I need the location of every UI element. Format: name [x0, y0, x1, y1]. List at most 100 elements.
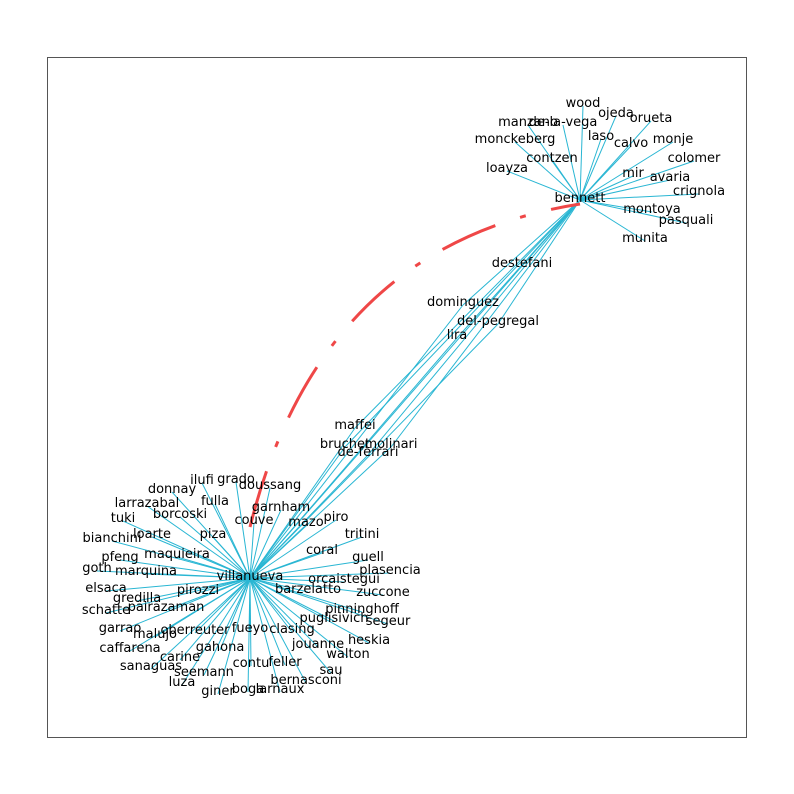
node-label-manzano: manzano	[498, 115, 558, 130]
edge-villanueva-coral	[249, 552, 323, 579]
node-label-grado: grado	[217, 472, 255, 487]
edge-bennett-molinari	[390, 199, 581, 448]
edge-bennett-monckeberg	[514, 141, 581, 201]
edge-bennett-lira	[456, 199, 581, 339]
edge-villanueva-giner	[217, 577, 251, 695]
edge-bennett-munita	[579, 199, 646, 242]
edge-bennett-mir	[579, 175, 634, 201]
node-label-piza: piza	[200, 527, 227, 542]
node-label-couve: couve	[234, 513, 273, 528]
edge-bennett-ojeda	[579, 115, 617, 201]
edge-villanueva-plasencia	[249, 572, 391, 579]
edge-villanueva-loarte	[151, 536, 251, 579]
node-label-bruchet: bruchet	[320, 437, 370, 452]
edge-villanueva-garrao	[119, 577, 251, 632]
node-label-mazo: mazo	[288, 515, 323, 530]
node-label-pasquali: pasquali	[659, 213, 714, 228]
node-label-maquieira: maquieira	[144, 547, 210, 562]
edge-villanueva-pinninghoff	[249, 577, 363, 613]
edge-villanueva-guell	[249, 559, 369, 579]
node-label-maffei: maffei	[334, 418, 375, 433]
node-label-bernasconi: bernasconi	[270, 673, 341, 688]
node-label-pfeng: pfeng	[101, 550, 138, 565]
edge-villanueva-piza	[212, 536, 251, 579]
edge-villanueva-feller	[249, 577, 286, 666]
edge-villanueva-heskia	[249, 577, 370, 644]
edge-bennett-calvo	[579, 145, 632, 201]
node-label-feller: feller	[268, 655, 302, 670]
node-label-heskia: heskia	[348, 633, 390, 648]
edge-bennett-de-ferrari	[367, 199, 581, 456]
edge-villanueva-destefani	[249, 265, 523, 579]
node-label-guell: guell	[352, 550, 384, 565]
node-label-luza: luza	[169, 675, 196, 690]
node-label-marquina: marquina	[115, 564, 177, 579]
node-label-laso: laso	[588, 129, 614, 144]
node-label-sau: sau	[320, 663, 343, 678]
edge-bennett-laso	[579, 138, 602, 201]
node-label-garnham: garnham	[252, 500, 310, 515]
edge-bennett-maffei	[354, 199, 581, 429]
edge-bennett-pasquali	[579, 199, 687, 224]
node-label-destefani: destefani	[492, 256, 553, 271]
node-label-gahona: gahona	[196, 640, 245, 655]
node-label-garrao: garrao	[99, 621, 142, 636]
edge-villanueva-couve	[249, 522, 255, 579]
edge-villanueva-zuccone	[249, 577, 384, 596]
edges	[96, 105, 700, 695]
node-label-tuki: tuki	[111, 511, 135, 526]
edge-villanueva-garnham	[249, 509, 282, 579]
node-label-orcaistegui: orcaistegui	[308, 572, 380, 587]
node-label-colomer: colomer	[668, 151, 721, 166]
node-label-segeur: segeur	[366, 614, 411, 629]
edge-villanueva-seemann	[203, 577, 251, 676]
edge-villanueva-luza	[181, 577, 251, 686]
hub-label-villanueva: villanueva	[217, 569, 284, 584]
node-label-contu: contu	[233, 656, 270, 671]
node-label-carine: carine	[160, 650, 200, 665]
edge-villanueva-del-pegregal	[249, 323, 499, 579]
edge-bennett-avaria	[579, 179, 671, 201]
edge-villanueva-larnaux	[249, 577, 281, 693]
edge-villanueva-grado	[235, 481, 251, 579]
edge-villanueva-bruchet	[249, 446, 346, 579]
node-label-puglisivich: puglisivich	[299, 611, 368, 626]
node-label-boga: boga	[232, 682, 264, 697]
plot-frame	[47, 57, 747, 738]
node-label-pinninghoff: pinninghoff	[325, 602, 400, 617]
edge-villanueva-gahona	[219, 577, 251, 651]
edge-bennett-de-la-vega	[562, 124, 581, 201]
edge-villanueva-elsaca	[105, 577, 251, 592]
edge-villanueva-gredilla	[136, 577, 251, 602]
node-label-bianchini: bianchini	[83, 531, 142, 546]
node-label-wood: wood	[566, 96, 601, 111]
node-label-contzen: contzen	[526, 151, 578, 166]
node-label-jouanne: jouanne	[291, 637, 344, 652]
edge-villanueva-larrazabal	[146, 505, 251, 579]
node-label-monckeberg: monckeberg	[475, 132, 556, 147]
node-label-loarte: loarte	[133, 527, 171, 542]
node-label-loayza: loayza	[486, 161, 528, 176]
edge-bennett-wood	[579, 105, 584, 201]
node-label-molinari: molinari	[364, 437, 417, 452]
node-label-fueyo: fueyo	[232, 621, 269, 636]
edge-villanueva-schatte	[105, 577, 251, 614]
node-label-calvo: calvo	[614, 136, 648, 151]
node-label-giner: giner	[201, 684, 235, 699]
edge-villanueva-puglisivich	[249, 577, 335, 622]
edge-villanueva-sau	[249, 577, 332, 674]
highlighted-edge	[248, 202, 581, 528]
edge-bennett-crignola	[579, 193, 700, 201]
node-label-schatte: schatte	[82, 603, 130, 618]
edge-villanueva-fulla	[214, 503, 251, 579]
edge-villanueva-oberreuter	[194, 577, 251, 634]
node-label-monje: monje	[653, 132, 693, 147]
edge-villanueva-sanaguas	[150, 577, 251, 670]
edge-villanueva-marquina	[145, 573, 251, 579]
node-label-caffarena: caffarena	[99, 641, 160, 656]
node-label-borcoski: borcoski	[153, 507, 207, 522]
edge-villanueva-clasing	[249, 577, 293, 633]
node-label-orueta: orueta	[630, 111, 673, 126]
